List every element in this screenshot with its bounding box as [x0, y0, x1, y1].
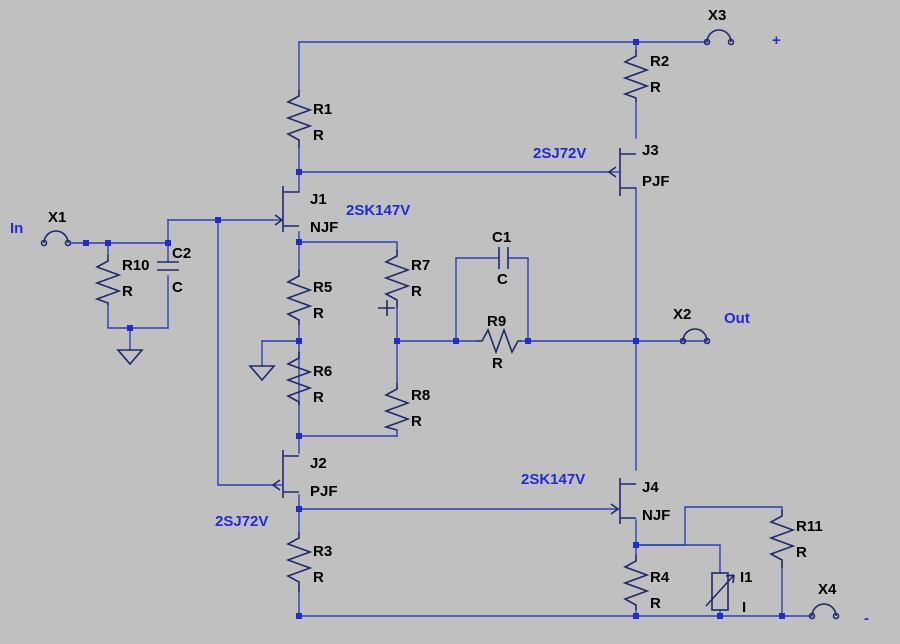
- r3-name: R3: [313, 543, 332, 560]
- port-x1: X1 In: [10, 209, 87, 247]
- net-plus-label: +: [772, 32, 781, 49]
- resistor-r2: R2 R: [622, 50, 669, 102]
- r9-name: R9: [487, 313, 506, 330]
- j3-name: J3: [642, 142, 659, 159]
- r1-name: R1: [313, 101, 332, 118]
- r6-value: R: [313, 389, 324, 406]
- resistor-r11: R11 R: [768, 510, 823, 568]
- wires: [85, 41, 813, 617]
- r7-value: R: [411, 283, 422, 300]
- jfet-j3: J3 PJF 2SJ72V: [533, 142, 670, 196]
- port-x4: X4 -: [808, 581, 869, 627]
- resistor-r7: R7 R: [378, 250, 430, 316]
- r7-name: R7: [411, 257, 430, 274]
- net-out-label: Out: [724, 310, 750, 327]
- c2-name: C2: [172, 245, 191, 262]
- current-source-i1: I1 I: [705, 569, 753, 616]
- capacitor-c1: C1 C: [492, 229, 511, 288]
- r11-value: R: [796, 544, 807, 561]
- r6-name: R6: [313, 363, 332, 380]
- i1-value: I: [742, 599, 746, 616]
- r8-name: R8: [411, 387, 430, 404]
- r11-name: R11: [796, 518, 823, 535]
- junction-dots: [83, 39, 785, 619]
- j4-model: NJF: [642, 507, 670, 524]
- x1-name: X1: [48, 209, 66, 226]
- j1-part-label: 2SK147V: [346, 202, 410, 219]
- jfet-j2: J2 PJF 2SJ72V: [215, 450, 338, 530]
- x2-name: X2: [673, 306, 691, 323]
- r9-value: R: [492, 355, 503, 372]
- resistor-r8: R8 R: [383, 383, 430, 431]
- resistor-r3: R3 R: [285, 532, 332, 592]
- r10-value: R: [122, 283, 133, 300]
- capacitor-c2: C2 C: [157, 245, 191, 296]
- j2-model: PJF: [310, 483, 338, 500]
- jfet-j1: J1 NJF 2SK147V: [271, 186, 410, 236]
- ground-symbol-left: [116, 349, 144, 366]
- j1-model: NJF: [310, 219, 338, 236]
- j1-name: J1: [310, 191, 327, 208]
- r2-name: R2: [650, 53, 669, 70]
- c2-value: C: [172, 279, 183, 296]
- resistor-r1: R1 R: [285, 90, 332, 148]
- j2-part-label: 2SJ72V: [215, 513, 268, 530]
- ground-symbol-mid: [248, 365, 276, 382]
- r3-value: R: [313, 569, 324, 586]
- r7-potentiometer-mark: [378, 300, 395, 316]
- port-x2: X2 Out: [673, 306, 750, 345]
- c1-name: C1: [492, 229, 511, 246]
- net-minus-label: -: [864, 610, 869, 627]
- r5-value: R: [313, 305, 324, 322]
- c1-value: C: [497, 271, 508, 288]
- r4-name: R4: [650, 569, 670, 586]
- port-x3: X3 +: [703, 7, 781, 49]
- r2-value: R: [650, 79, 661, 96]
- resistor-r5: R5 R: [285, 270, 332, 325]
- i1-name: I1: [740, 569, 753, 586]
- r5-name: R5: [313, 279, 332, 296]
- resistor-r10: R10 R: [94, 255, 150, 305]
- jfet-j4: J4 NJF 2SK147V: [521, 471, 670, 524]
- j4-part-label: 2SK147V: [521, 471, 585, 488]
- x4-name: X4: [818, 581, 837, 598]
- j3-model: PJF: [642, 173, 670, 190]
- r10-name: R10: [122, 257, 150, 274]
- j4-name: J4: [642, 479, 659, 496]
- r4-value: R: [650, 595, 661, 612]
- r1-value: R: [313, 127, 324, 144]
- j3-part-label: 2SJ72V: [533, 145, 586, 162]
- x3-name: X3: [708, 7, 726, 24]
- resistor-r9: R9 R: [476, 313, 521, 372]
- resistor-r4: R4 R: [622, 555, 670, 612]
- resistor-r6: R6 R: [285, 352, 332, 406]
- net-in-label: In: [10, 220, 23, 237]
- j2-name: J2: [310, 455, 327, 472]
- r8-value: R: [411, 413, 422, 430]
